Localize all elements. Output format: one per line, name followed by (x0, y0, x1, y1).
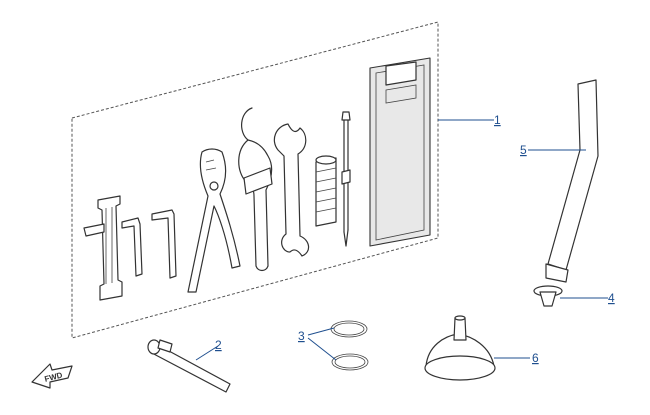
pliers (187, 148, 241, 293)
box-wrench (83, 195, 123, 301)
fwd-arrow: FWD (31, 363, 73, 389)
callout-1[interactable]: 1 (494, 113, 501, 127)
part-6-funnel (424, 315, 496, 381)
callout-5[interactable]: 5 (520, 143, 527, 157)
tool-board-outline (71, 21, 439, 339)
open-end-wrench (273, 123, 310, 257)
callout-2[interactable]: 2 (215, 338, 222, 352)
socket-handle (315, 155, 337, 227)
callout-3[interactable]: 3 (298, 329, 305, 343)
fwd-label: FWD (44, 371, 64, 384)
allen-key-medium (121, 217, 143, 277)
part-5-tube (545, 79, 599, 283)
part-4-clamp (533, 285, 563, 307)
leader-2 (195, 345, 219, 361)
tool-pouch (369, 57, 431, 247)
allen-key-large (151, 209, 177, 279)
leader-3 (307, 327, 337, 361)
part-2-gauge (147, 339, 231, 393)
screwdriver (341, 111, 351, 247)
callout-6[interactable]: 6 (532, 351, 539, 365)
hook-spanner (238, 107, 273, 272)
part-3-orings (330, 320, 369, 371)
callout-4[interactable]: 4 (608, 291, 615, 305)
